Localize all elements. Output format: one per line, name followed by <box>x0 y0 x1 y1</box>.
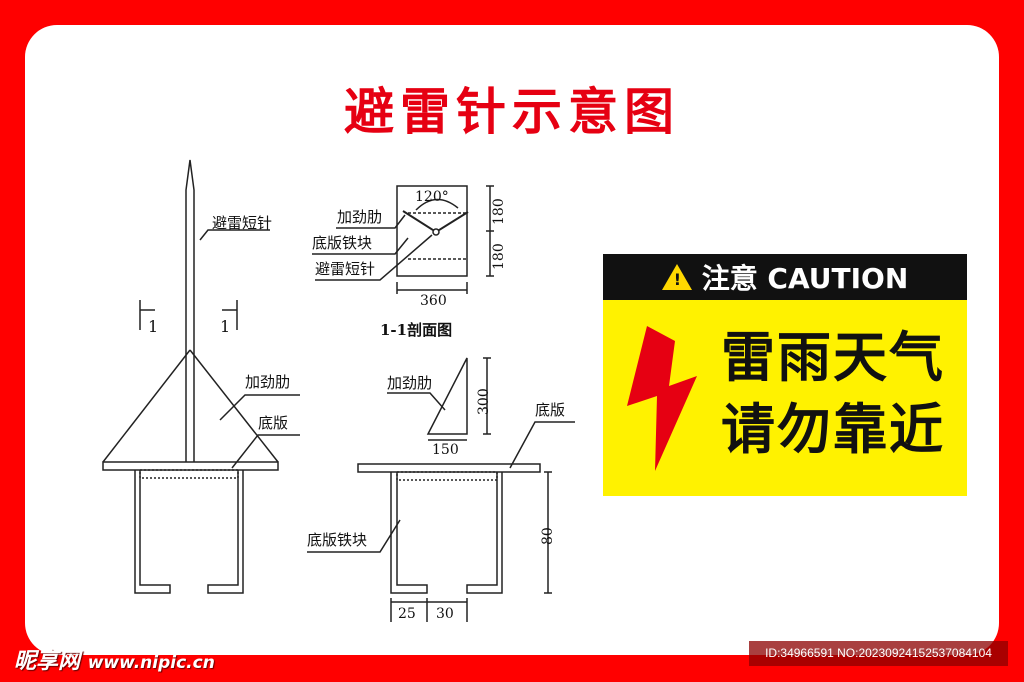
label-rib-3: 加劲肋 <box>387 374 432 392</box>
label-base-plate-2: 底版 <box>535 401 565 419</box>
weld <box>139 469 239 479</box>
caution-header-text: 注意 CAUTION <box>701 262 909 295</box>
base-plate-2 <box>357 463 541 473</box>
lightning-bolt-icon <box>627 326 697 471</box>
rib-left <box>102 349 191 463</box>
dim-vert <box>486 185 494 277</box>
dim-horiz <box>396 282 468 294</box>
label-rib-2: 加劲肋 <box>337 208 382 226</box>
angle-arc <box>415 198 459 211</box>
leader <box>199 229 270 241</box>
label-angle: 120° <box>415 189 449 205</box>
caution-sign: ! 注意 CAUTION 雷雨天气 请勿靠近 <box>603 254 967 496</box>
label-short-rod-2: 避雷短针 <box>315 260 375 278</box>
dim-300: 300 <box>476 388 492 415</box>
caution-line-1: 雷雨天气 <box>721 326 945 389</box>
watermark-url: www.nipic.cn <box>87 653 215 673</box>
dim-30: 30 <box>436 606 454 622</box>
rib-triangle <box>426 357 468 435</box>
dim-180-top: 180 <box>491 198 507 225</box>
section-mark-left-label: 1 <box>148 317 158 336</box>
page-title: 避雷针示意图 <box>344 83 680 141</box>
label-iron-block: 底版铁块 <box>312 234 372 252</box>
caution-header: ! 注意 CAUTION <box>603 254 967 300</box>
rod <box>185 159 195 466</box>
base-plate <box>102 461 279 471</box>
watermark-id: ID:34966591 NO:20230924152537084104 <box>749 641 1008 666</box>
leader <box>509 421 575 469</box>
dim-180-bottom: 180 <box>491 243 507 270</box>
elevation-view: 避雷短针 加劲肋 底版 1 1 <box>102 159 300 594</box>
label-rib: 加劲肋 <box>245 373 290 391</box>
caution-text: 雷雨天气 请勿靠近 <box>721 322 945 466</box>
leader <box>307 519 401 553</box>
label-iron-block-2: 底版铁块 <box>307 531 367 549</box>
plate-outline <box>396 185 468 277</box>
dim-150: 150 <box>432 442 459 458</box>
section-mark-right-label: 1 <box>220 317 230 336</box>
warning-triangle-icon: ! <box>661 264 692 290</box>
channel-right-2 <box>466 472 503 594</box>
watermark-logo-text: 昵享网 <box>14 649 81 674</box>
caution-line-2: 请勿靠近 <box>721 398 945 461</box>
channel-right <box>207 470 244 594</box>
section-mark-right <box>222 300 238 330</box>
label-base-plate: 底版 <box>258 414 288 432</box>
leader <box>336 214 406 229</box>
section-mark-left <box>139 300 155 330</box>
watermark-logo: 昵享网 www.nipic.cn <box>14 643 215 675</box>
leader <box>387 392 446 411</box>
side-view: 加劲肋 300 150 底版 底版铁块 80 25 30 <box>307 357 575 622</box>
leader <box>315 234 433 281</box>
section-view: 120° 加劲肋 底版铁块 避雷短针 180 180 360 1-1剖面图 <box>312 185 507 339</box>
dim-80: 80 <box>540 527 556 545</box>
dim-300-line <box>483 357 491 435</box>
leader <box>231 434 300 469</box>
dim-80-line <box>544 471 552 594</box>
dim-25: 25 <box>398 606 416 622</box>
leader <box>312 237 409 255</box>
rod-point <box>432 228 440 236</box>
label-short-rod: 避雷短针 <box>212 214 272 232</box>
channel-left-2 <box>390 472 428 594</box>
channel-left <box>134 470 171 594</box>
weld-2 <box>396 471 498 481</box>
section-title: 1-1剖面图 <box>380 321 452 339</box>
dim-bottom <box>390 598 468 622</box>
leader <box>219 394 300 421</box>
dim-360: 360 <box>420 293 447 309</box>
caution-body: 雷雨天气 请勿靠近 <box>603 300 967 496</box>
